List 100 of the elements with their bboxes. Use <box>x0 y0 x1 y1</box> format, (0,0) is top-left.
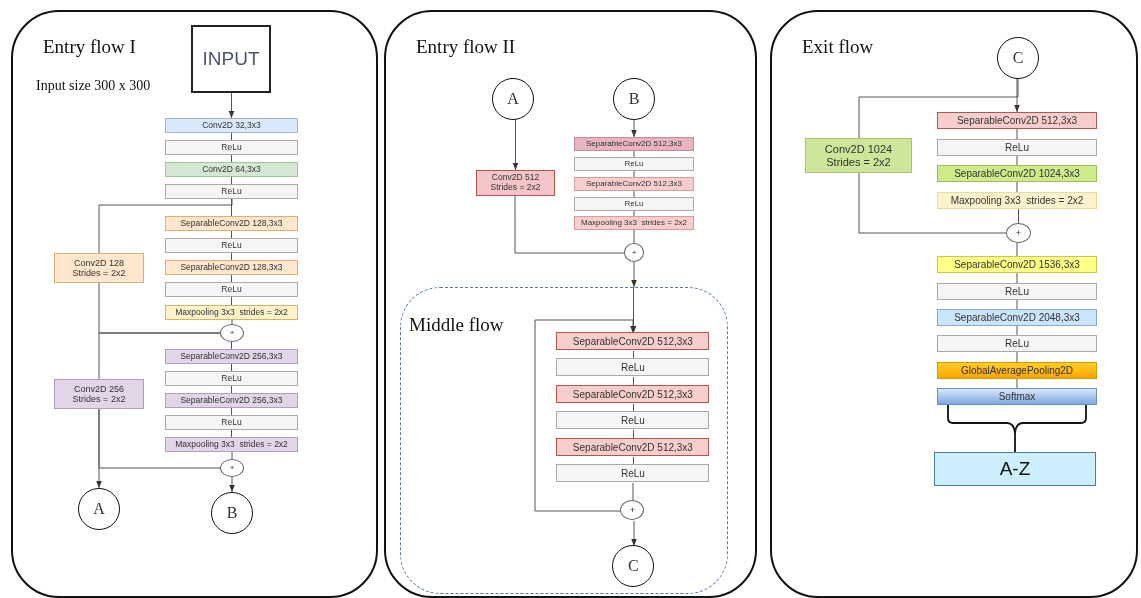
layer-label: Conv2D 32,3x3 <box>202 120 261 131</box>
layer-box <box>165 371 298 386</box>
section-title: Exit flow <box>802 36 874 58</box>
layer-box <box>165 393 298 408</box>
connector-line <box>231 319 233 325</box>
connector-line <box>1016 272 1018 284</box>
dashed-group <box>400 287 728 594</box>
layer-box <box>556 385 710 404</box>
layer-box <box>54 379 144 409</box>
layer-label: Conv2D 64,3x3 <box>202 164 261 175</box>
connector-line <box>1016 299 1018 310</box>
layer-box <box>937 388 1097 405</box>
section-title: Entry flow II <box>416 36 516 58</box>
layer-box <box>476 170 555 196</box>
connector-line <box>231 230 232 239</box>
layer-label: SeparableConv2D 1536,3x3 <box>954 258 1080 271</box>
connector-circle <box>211 492 253 534</box>
arrow <box>512 119 519 171</box>
connector-line <box>858 172 1007 234</box>
connector-line <box>1016 351 1018 363</box>
layer-box <box>937 139 1097 156</box>
connector-line <box>633 150 635 158</box>
arrow <box>631 119 637 138</box>
connector-line <box>633 229 635 244</box>
layer-box <box>165 216 298 231</box>
connector-line <box>1016 128 1018 140</box>
input-box <box>191 25 271 93</box>
layer-box <box>556 464 710 483</box>
add-node <box>624 243 644 262</box>
layer-box <box>556 332 710 351</box>
layer-box <box>937 165 1097 182</box>
node-label: B <box>226 503 238 523</box>
connector-line <box>231 385 232 394</box>
node-label: A <box>507 89 519 109</box>
layer-box <box>574 157 694 171</box>
layer-label: SeparableConv2D 256,3x3 <box>180 395 283 406</box>
layer-label: ReLu <box>1005 285 1029 298</box>
connector-line <box>231 176 232 185</box>
node-label: C <box>628 557 639 576</box>
layer-label: Maxpooling 3x3 strides = 2x2 <box>580 218 688 228</box>
layer-box <box>574 197 694 211</box>
layer-label: ReLu <box>221 186 242 197</box>
layer-label: ReLu <box>221 373 242 384</box>
connector-line <box>231 407 232 416</box>
layer-box <box>165 260 298 275</box>
layer-box <box>805 138 912 173</box>
output-box <box>934 452 1096 486</box>
layer-label: GlobalAveragePooling2D <box>960 364 1074 377</box>
connector-line <box>231 451 233 460</box>
node-label: + <box>229 463 235 473</box>
connector-line <box>1016 155 1018 166</box>
connector-line <box>858 78 1019 139</box>
flow-panel <box>11 10 378 598</box>
node-label: + <box>229 328 235 338</box>
connector-line <box>231 154 232 163</box>
node-label: + <box>629 505 635 516</box>
layer-label: Conv2D 512 Strides = 2x2 <box>489 173 542 193</box>
layer-label: ReLu <box>620 467 645 480</box>
layer-box <box>556 438 710 457</box>
connector-line <box>633 350 634 360</box>
node-label: + <box>1015 227 1022 239</box>
layer-box <box>165 437 298 452</box>
layer-label: ReLu <box>620 361 645 374</box>
layer-label: ReLu <box>624 159 644 169</box>
layer-label: SeparableConv2D 1024,3x3 <box>954 167 1080 180</box>
connector-circle <box>78 488 120 530</box>
connector-line <box>231 429 232 438</box>
connector-line <box>231 363 232 372</box>
connector-line <box>231 296 232 306</box>
layer-box <box>937 309 1097 326</box>
layer-box <box>54 253 144 283</box>
connector-line <box>98 198 233 254</box>
layer-label: SeparableConv2D 512,3x3 <box>585 139 683 149</box>
layer-label: Maxpooling 3x3 strides = 2x2 <box>175 307 288 318</box>
layer-box <box>574 137 694 151</box>
layer-box <box>165 415 298 430</box>
layer-box <box>165 140 298 155</box>
layer-label: SeparableConv2D 512,3x3 <box>572 441 693 454</box>
connector-line <box>231 132 232 141</box>
node-label: A <box>93 499 105 519</box>
connector-line <box>98 408 221 469</box>
layer-label: A-Z <box>999 458 1031 480</box>
connector-line <box>98 332 221 380</box>
add-node <box>1006 223 1031 243</box>
arrow <box>534 319 636 512</box>
layer-label: ReLu <box>221 417 242 428</box>
layer-box <box>556 411 710 430</box>
layer-label: INPUT <box>202 48 260 70</box>
layer-box <box>165 238 298 253</box>
layer-label: Maxpooling 3x3 strides = 2x2 <box>950 194 1084 207</box>
connector-line <box>1016 325 1018 336</box>
section-title: Middle flow <box>409 314 504 336</box>
connector-line <box>633 170 635 178</box>
connector-line <box>514 195 625 254</box>
layer-box <box>165 162 298 177</box>
layer-box <box>165 118 298 133</box>
layer-box <box>937 335 1097 352</box>
layer-label: SeparableConv2D 512,3x3 <box>585 179 683 189</box>
layer-label: Maxpooling 3x3 strides = 2x2 <box>175 439 288 450</box>
arrow <box>96 408 102 489</box>
